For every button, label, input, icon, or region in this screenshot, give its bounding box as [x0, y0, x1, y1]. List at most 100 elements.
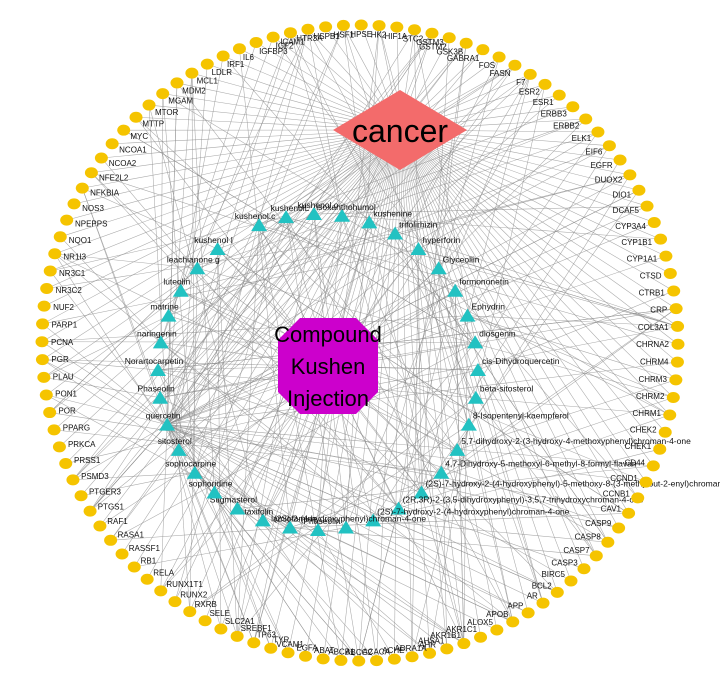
compound-node-marker: [361, 215, 378, 229]
target-node: CAV1: [601, 504, 636, 519]
target-node-label: RELA: [153, 569, 175, 578]
target-node-marker: [198, 615, 212, 627]
compound-node: lamiofamine: [271, 514, 317, 534]
target-node-marker: [214, 623, 228, 635]
edge-compound-target: [197, 131, 599, 269]
compound-node-label: (2S)-7-hydroxy-2-(4-hydroxyphenyl)-5-met…: [426, 478, 720, 488]
target-node: POR: [43, 407, 76, 419]
compound-node-marker: [254, 513, 271, 527]
compound-node-label: Ephydrin: [471, 302, 505, 312]
target-node-marker: [84, 167, 98, 179]
edge-compound-target: [167, 424, 629, 514]
compound-node-label: trifolirhizin: [399, 220, 438, 230]
target-node-label: ADRA1A: [395, 644, 428, 653]
target-node-marker: [623, 169, 637, 181]
target-node-marker: [35, 354, 49, 366]
target-node-label: SELE: [209, 609, 229, 618]
compound-node-marker: [150, 363, 167, 377]
edge-compound-target: [457, 379, 676, 451]
edge-compound-target: [197, 32, 291, 269]
edge-compound-target: [411, 248, 419, 657]
target-node-marker: [476, 44, 490, 56]
target-node-marker: [589, 550, 603, 562]
edge-cancer-target: [110, 129, 401, 541]
edge-compound-target: [180, 290, 647, 483]
edge-compound-target: [341, 118, 586, 217]
target-node: AHR: [419, 641, 436, 659]
edge-compound-target: [166, 82, 178, 425]
target-node-label: BIRC5: [541, 570, 565, 579]
edge-cancer-target: [399, 129, 678, 327]
edge-compound-target: [101, 157, 399, 509]
edge-compound-target: [159, 33, 433, 398]
target-node: CASP8: [575, 533, 615, 548]
target-node-marker: [658, 426, 672, 438]
edge-compound-target: [398, 414, 670, 509]
target-node: RASSF1: [115, 544, 160, 560]
compound-node: (2S)-7-hydroxy-2-(4-hydroxyphenyl)chroma…: [365, 506, 570, 527]
edge-compound-target: [372, 308, 677, 521]
edge-compound-target: [214, 492, 289, 653]
compound-node-label: diosgenin: [479, 328, 516, 338]
target-node-label: RASA1: [118, 531, 145, 540]
target-node-label: CHRM1: [633, 409, 662, 418]
edge-compound-target: [54, 253, 458, 451]
edge-compound-target: [166, 29, 415, 425]
target-node-label: IRF1: [227, 60, 245, 69]
target-node-label: CD44: [625, 458, 646, 467]
edge-compound-target: [394, 65, 516, 234]
compound-node: 4,7-Dihydroxy-5-methoxyl-6-methyl-8-form…: [433, 459, 637, 479]
target-node-label: MYC: [130, 132, 148, 141]
target-node-label: CTSD: [640, 271, 662, 280]
target-node-label: HTR3A: [296, 34, 323, 43]
target-node-marker: [283, 27, 297, 39]
target-node: NR3C2: [40, 283, 82, 295]
edge-compound-target: [236, 214, 315, 637]
compound-node-marker: [430, 261, 447, 275]
edge-compound-target: [222, 55, 476, 343]
target-node-marker: [659, 250, 673, 262]
target-node-marker: [93, 520, 107, 532]
target-node-label: HPSE: [350, 30, 372, 39]
compound-node-label: sophocarpine: [165, 459, 216, 469]
compound-node: Phaseolin: [303, 516, 341, 536]
target-node: NUF2: [37, 300, 75, 312]
target-node: CYP3A4: [615, 216, 661, 231]
edge-compound-target: [194, 29, 309, 473]
target-node: RXRB: [183, 600, 217, 618]
cancer-hub-node: cancer: [333, 90, 467, 170]
edge-compound-target: [49, 268, 198, 413]
edge-cancer-target: [399, 129, 647, 483]
target-node-label: PON1: [55, 390, 77, 399]
target-node: STC2: [403, 24, 424, 44]
target-node: ADRA1A: [395, 644, 428, 663]
target-node-label: AHR: [419, 641, 436, 650]
target-node: LDLR: [200, 58, 232, 77]
target-node: CCNB1: [603, 490, 645, 504]
target-node: ESR2: [519, 78, 552, 97]
target-node-marker: [67, 198, 81, 210]
edge-cancer-target: [146, 129, 401, 580]
compound-node-marker: [278, 210, 295, 224]
target-node-marker: [669, 374, 683, 386]
target-node: MDM2: [170, 77, 206, 95]
target-node-label: COL3A1: [638, 323, 669, 332]
target-node-label: PTGER3: [89, 487, 122, 496]
edge-compound-target: [421, 37, 450, 493]
target-node-marker: [370, 655, 384, 667]
target-node-marker: [185, 67, 199, 79]
edge-compound-target: [467, 315, 676, 381]
target-node-label: NUF2: [53, 303, 74, 312]
target-node: CHRM3: [638, 374, 683, 386]
edge-cancer-target: [73, 129, 401, 205]
edge-compound-target: [41, 341, 168, 425]
compound-node-label: isoxanthohumol: [316, 202, 376, 212]
compound-node-label: kushenolL: [271, 203, 310, 213]
target-node-marker: [140, 573, 154, 585]
target-node-marker: [390, 21, 404, 33]
target-node-marker: [552, 89, 566, 101]
target-node: PRSS1: [59, 456, 101, 470]
target-node-label: CCND1: [610, 474, 638, 483]
target-node-marker: [48, 248, 62, 260]
edge-compound-target: [160, 397, 558, 593]
